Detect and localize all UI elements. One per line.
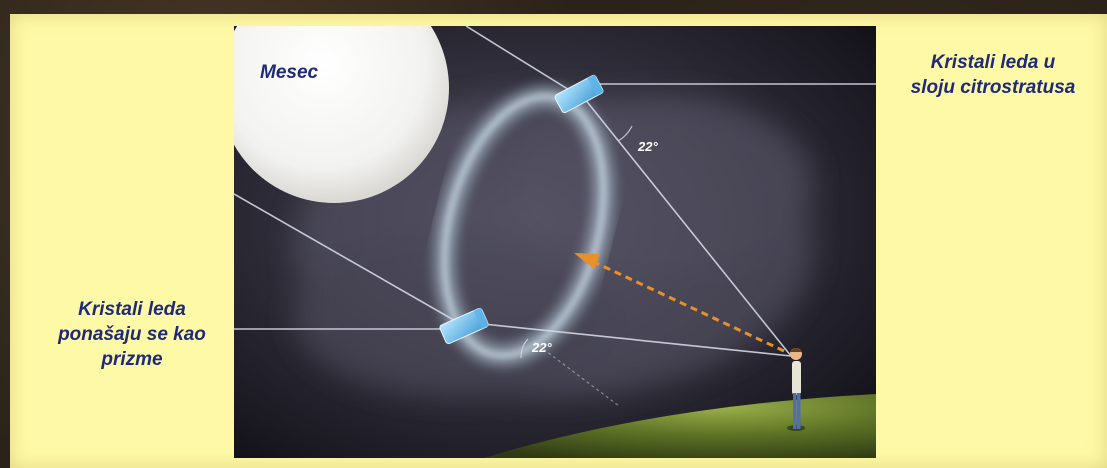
label-crystals-prisms-line3: prizme xyxy=(101,349,163,370)
angle-markers xyxy=(520,125,633,407)
angle-arc-top xyxy=(617,125,633,142)
ray-refracted-bottom xyxy=(473,322,792,357)
observer-figure xyxy=(787,348,805,431)
angle-arc-bottom xyxy=(520,338,529,359)
ice-crystal-top xyxy=(554,74,605,114)
label-crystals-prisms-line1: Kristali leda xyxy=(78,299,186,320)
label-crystals-prisms: Kristali leda ponašaju se kao prizme xyxy=(26,297,238,372)
halo-diagram: Mesec 22° 22° xyxy=(234,26,876,458)
ice-crystal-bottom xyxy=(439,307,490,345)
moon-label: Mesec xyxy=(260,62,319,83)
angle-label-top: 22° xyxy=(637,139,658,154)
label-crystals-cirrostratus-line1: Kristali leda u xyxy=(930,52,1056,73)
halo-diagram-svg: Mesec 22° 22° xyxy=(234,26,876,458)
label-crystals-cirrostratus-line2: sloju citrostratusa xyxy=(910,77,1076,98)
ray-incoming-top xyxy=(465,26,580,97)
ground-hill xyxy=(484,394,876,458)
label-crystals-prisms-line2: ponašaju se kao xyxy=(58,324,206,345)
ray-incoming-bottom xyxy=(234,193,460,324)
cirrostratus-haze xyxy=(294,96,814,396)
moon xyxy=(234,26,449,203)
label-crystals-cirrostratus: Kristali leda u sloju citrostratusa xyxy=(882,50,1104,100)
observer-sight-arrow xyxy=(574,253,785,353)
angle-label-bottom: 22° xyxy=(531,340,552,355)
